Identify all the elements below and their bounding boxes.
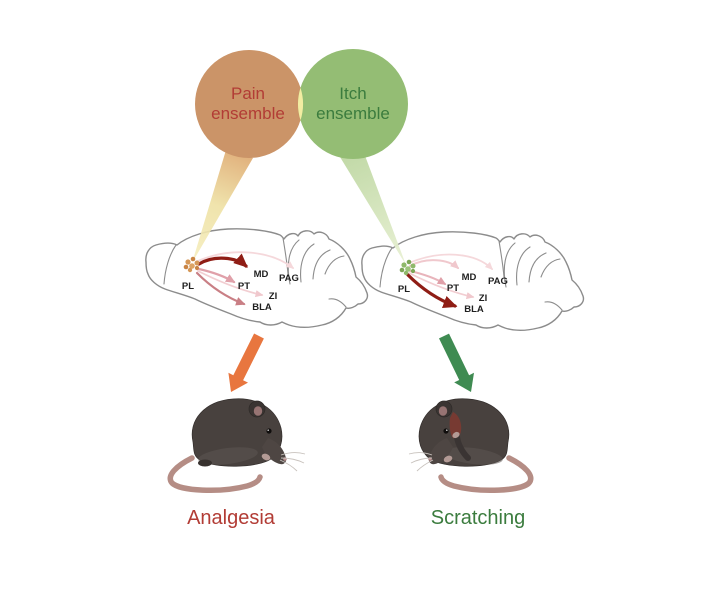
mouse-eye-highlight [267, 429, 270, 432]
pl-cluster-itch [399, 259, 416, 276]
label-pag: PAG [488, 276, 508, 287]
scratching-flow-arrow [439, 333, 474, 392]
arrow-pl-bla [195, 271, 246, 306]
mouse-scratching [408, 398, 534, 494]
whiskers [279, 452, 306, 472]
analgesia-label: Analgesia [187, 507, 276, 529]
mouse-eye-highlight [446, 429, 448, 432]
label-pl: PL [182, 281, 194, 292]
arrow-pl-pag [408, 253, 494, 271]
label-md: MD [462, 272, 477, 283]
mouse-muzzle [428, 438, 453, 465]
pain-ensemble-circle [195, 50, 303, 158]
itch-ensemble-label-line2: ensemble [316, 104, 390, 123]
pl-cluster-pain [183, 256, 200, 273]
mouse-analgesia [167, 398, 306, 494]
label-zi: ZI [479, 293, 487, 304]
arrow-pl-bla-highlighted [406, 273, 458, 308]
venn-overlap-lens [298, 87, 304, 121]
scratch-mark [449, 412, 462, 439]
analgesia-flow-arrow [228, 333, 264, 392]
ensemble-venn: Pain ensemble Itch ensemble [195, 49, 408, 159]
scratching-hind-leg [454, 434, 471, 461]
mouse-tail [167, 455, 263, 494]
label-pt: PT [238, 281, 250, 292]
label-zi: ZI [269, 291, 277, 302]
mouse-tail [438, 455, 534, 494]
arrow-pl-pag [197, 251, 295, 269]
pain-ensemble-label-line2: ensemble [211, 104, 285, 123]
mouse-belly [198, 447, 258, 465]
label-pag: PAG [279, 273, 299, 284]
right-brain-projections: PL PT MD PAG ZI BLA [398, 253, 508, 315]
left-brain-projections: PL PT MD PAG ZI BLA [182, 251, 299, 313]
arrow-pl-zi [408, 272, 475, 300]
itch-light-beam [340, 153, 406, 265]
scratching-label: Scratching [431, 507, 526, 529]
mouse-front-paw [443, 455, 453, 463]
mouse-inner-ear [253, 406, 263, 416]
label-bla: BLA [464, 304, 484, 315]
mouse-front-paw [261, 453, 271, 461]
label-md: MD [254, 269, 269, 280]
label-bla: BLA [252, 302, 272, 313]
itch-ensemble-label-line1: Itch [339, 84, 366, 103]
mouse-hind-foot [198, 459, 212, 467]
label-pt: PT [447, 283, 459, 294]
itch-ensemble-circle [298, 49, 408, 159]
scratching-paw [452, 431, 460, 439]
mouse-inner-ear [438, 406, 448, 416]
mouse-eye [443, 428, 449, 434]
pain-light-beam [192, 150, 253, 263]
arrow-pl-zi [197, 270, 264, 298]
mouse-eye [266, 428, 272, 434]
mouse-muzzle [262, 438, 287, 465]
label-pl: PL [398, 284, 410, 295]
arrow-pl-md-highlighted [197, 253, 248, 268]
mouse-belly [443, 447, 503, 465]
whiskers [408, 452, 434, 472]
arrow-pl-pt [197, 267, 236, 284]
pain-ensemble-label-line1: Pain [231, 84, 265, 103]
